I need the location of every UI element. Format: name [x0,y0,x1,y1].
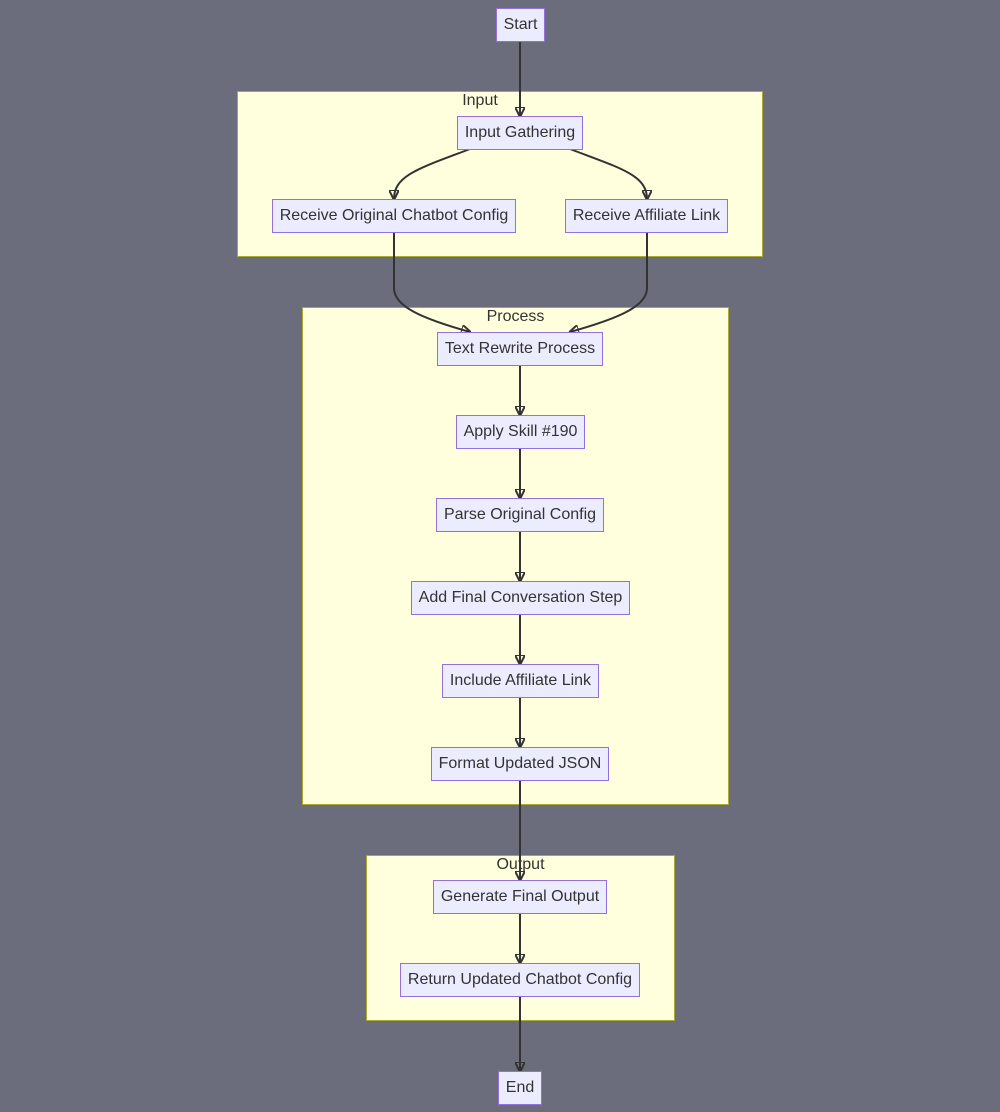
node-text-rewrite-process[interactable]: Text Rewrite Process [437,332,603,366]
node-format-updated-json[interactable]: Format Updated JSON [431,747,609,781]
node-receive-original-chatbot-config[interactable]: Receive Original Chatbot Config [272,199,516,233]
node-end[interactable]: End [498,1071,542,1105]
node-apply-skill[interactable]: Apply Skill #190 [456,415,585,449]
node-input-gathering[interactable]: Input Gathering [457,116,583,150]
node-receive-affiliate-link[interactable]: Receive Affiliate Link [565,199,728,233]
node-parse-original-config[interactable]: Parse Original Config [436,498,604,532]
edge-receive-config-text-rewrite [393,232,470,332]
node-start[interactable]: Start [496,8,545,42]
node-add-final-conversation-step[interactable]: Add Final Conversation Step [411,581,630,615]
cluster-process-title: Process [486,308,545,325]
edge-input-gathering-receive-config [394,148,471,199]
cluster-input-title: Input [462,92,498,109]
cluster-process: Process [302,307,729,805]
edge-input-gathering-receive-link [569,148,647,199]
node-return-updated-chatbot-config[interactable]: Return Updated Chatbot Config [400,963,640,997]
node-include-affiliate-link[interactable]: Include Affiliate Link [442,664,599,698]
node-generate-final-output[interactable]: Generate Final Output [433,880,607,914]
edge-receive-link-text-rewrite [570,232,648,332]
